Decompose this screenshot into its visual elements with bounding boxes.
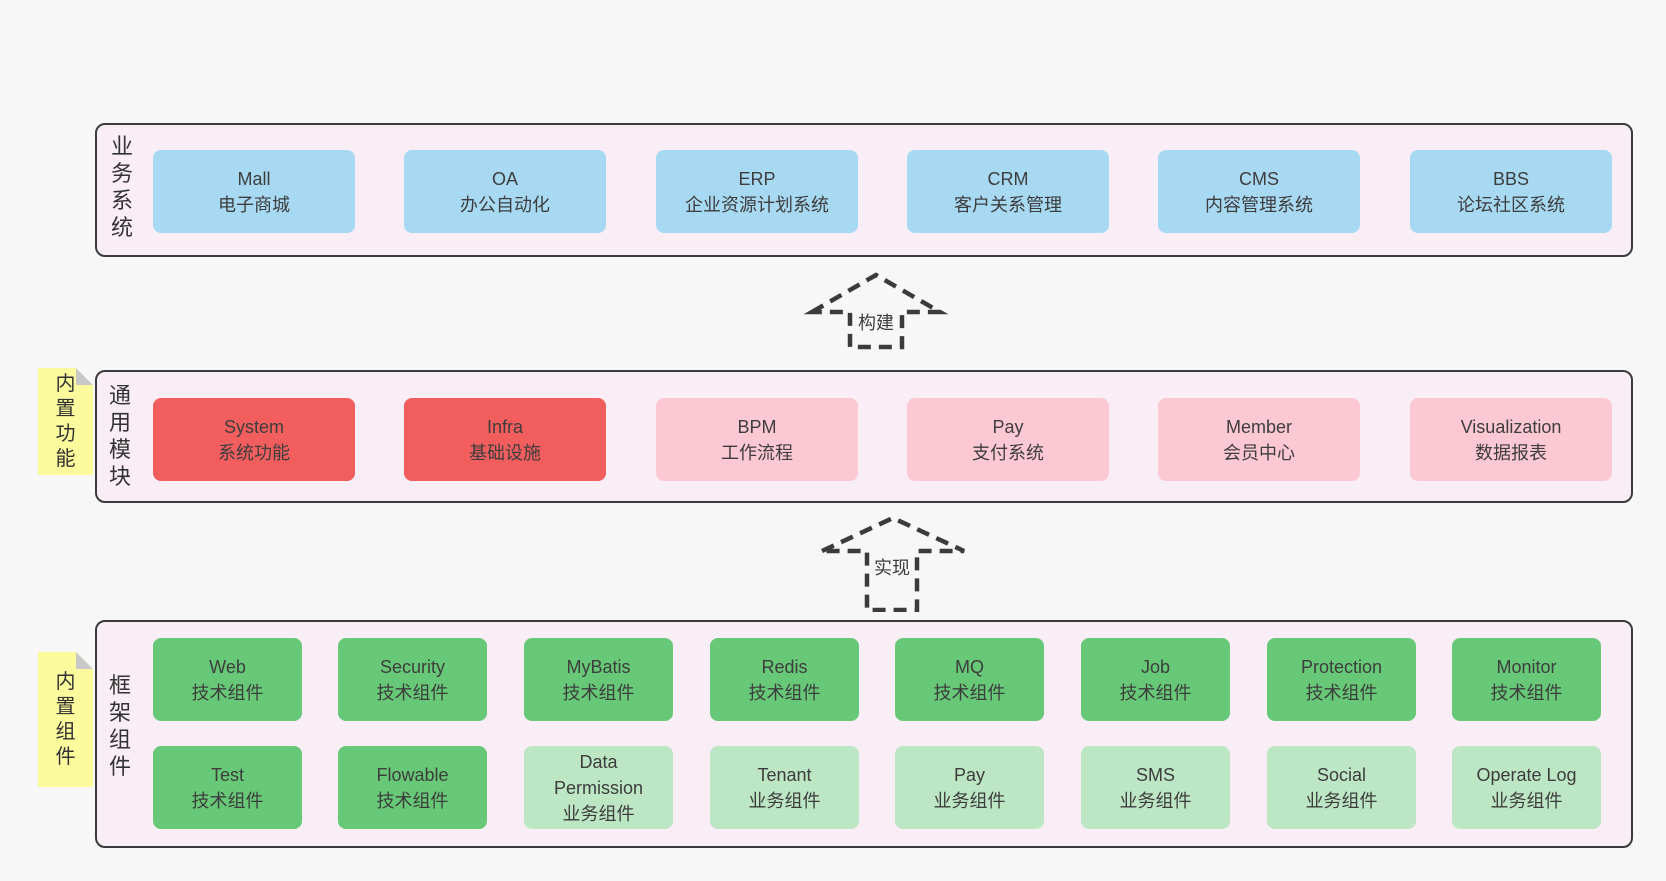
box-subtitle: 技术组件 — [933, 682, 1006, 703]
box-title: Member — [1225, 416, 1292, 437]
box-infra: Infra 基础设施 — [404, 398, 606, 481]
box-security: Security 技术组件 — [338, 638, 487, 721]
sticky-note-built-in-features: 内置功能 — [38, 368, 93, 475]
box-system: System 系统功能 — [153, 398, 355, 481]
box-title: Operate Log — [1476, 764, 1577, 785]
box-subtitle: 电子商城 — [218, 194, 290, 215]
box-title: Pay — [992, 416, 1024, 437]
box-title: CRM — [987, 168, 1029, 189]
box-pay-system: Pay 支付系统 — [907, 398, 1109, 481]
box-title: Test — [210, 764, 244, 785]
box-subtitle: 业务组件 — [748, 790, 821, 811]
box-subtitle: 技术组件 — [1490, 682, 1563, 703]
box-bpm: BPM 工作流程 — [656, 398, 858, 481]
box-mall: Mall 电子商城 — [153, 150, 355, 233]
sticky-fold — [76, 652, 93, 669]
box-operate-log: Operate Log 业务组件 — [1452, 746, 1601, 829]
box-title: Infra — [486, 416, 524, 437]
box-title: MyBatis — [566, 656, 631, 677]
box-tenant: Tenant 业务组件 — [710, 746, 859, 829]
section-label-common-modules: 通用模块 — [108, 383, 131, 489]
sticky-label: 内置组件 — [55, 670, 76, 768]
box-subtitle: 技术组件 — [376, 682, 449, 703]
box-subtitle: 业务组件 — [1490, 790, 1563, 811]
box-mq: MQ 技术组件 — [895, 638, 1044, 721]
box-subtitle: 基础设施 — [469, 442, 541, 463]
box-subtitle: 企业资源计划系统 — [685, 194, 829, 215]
box-subtitle: 业务组件 — [1305, 790, 1378, 811]
box-subtitle: 工作流程 — [721, 442, 793, 463]
box-subtitle: 技术组件 — [191, 682, 264, 703]
box-title: CMS — [1239, 168, 1279, 189]
box-subtitle: 技术组件 — [191, 790, 264, 811]
box-title: Security — [379, 656, 446, 677]
box-title: ERP — [738, 168, 776, 189]
box-subtitle: 办公自动化 — [460, 194, 550, 215]
arrow-implement-label: 实现 — [871, 553, 913, 581]
box-subtitle: 系统功能 — [218, 442, 290, 463]
box-test: Test 技术组件 — [153, 746, 302, 829]
box-title: System — [223, 416, 284, 437]
box-subtitle: 客户关系管理 — [954, 194, 1062, 215]
box-flowable: Flowable 技术组件 — [338, 746, 487, 829]
box-sms: SMS 业务组件 — [1081, 746, 1230, 829]
box-monitor: Monitor 技术组件 — [1452, 638, 1601, 721]
box-subtitle: 技术组件 — [1119, 682, 1192, 703]
box-title: MQ — [955, 656, 984, 677]
box-crm: CRM 客户关系管理 — [907, 150, 1109, 233]
box-job: Job 技术组件 — [1081, 638, 1230, 721]
arrow-implement — [818, 510, 968, 613]
box-subtitle: 业务组件 — [933, 790, 1006, 811]
arrow-build — [802, 266, 950, 350]
box-title: Monitor — [1496, 656, 1557, 677]
box-title: Job — [1140, 656, 1171, 677]
box-protection: Protection 技术组件 — [1267, 638, 1416, 721]
box-mybatis: MyBatis 技术组件 — [524, 638, 673, 721]
box-subtitle: 技术组件 — [1305, 682, 1378, 703]
box-title: Data Permission — [553, 751, 644, 798]
box-title: OA — [491, 168, 518, 189]
box-visualization: Visualization 数据报表 — [1410, 398, 1612, 481]
box-cms: CMS 内容管理系统 — [1158, 150, 1360, 233]
box-subtitle: 内容管理系统 — [1205, 194, 1313, 215]
box-oa: OA 办公自动化 — [404, 150, 606, 233]
sticky-fold — [76, 368, 93, 385]
box-title: BBS — [1492, 168, 1530, 189]
dashed-up-arrow-icon — [803, 272, 949, 350]
box-title: Tenant — [757, 764, 812, 785]
box-subtitle: 会员中心 — [1223, 442, 1295, 463]
box-web: Web 技术组件 — [153, 638, 302, 721]
box-pay-component: Pay 业务组件 — [895, 746, 1044, 829]
box-erp: ERP 企业资源计划系统 — [656, 150, 858, 233]
box-data-permission: Data Permission 业务组件 — [524, 746, 673, 829]
section-label-framework-components: 框架组件 — [108, 673, 131, 779]
box-subtitle: 技术组件 — [562, 682, 635, 703]
box-title: Visualization — [1460, 416, 1562, 437]
box-redis: Redis 技术组件 — [710, 638, 859, 721]
box-subtitle: 技术组件 — [376, 790, 449, 811]
box-title: Redis — [761, 656, 808, 677]
box-title: Mall — [237, 168, 271, 189]
box-member: Member 会员中心 — [1158, 398, 1360, 481]
box-subtitle: 技术组件 — [748, 682, 821, 703]
dashed-up-arrow-icon — [821, 515, 965, 613]
box-subtitle: 数据报表 — [1475, 442, 1547, 463]
box-subtitle: 业务组件 — [562, 803, 635, 824]
box-title: Flowable — [376, 764, 449, 785]
arrow-build-label: 构建 — [855, 308, 897, 336]
box-title: BPM — [737, 416, 777, 437]
box-title: Web — [209, 656, 246, 677]
box-title: SMS — [1135, 764, 1175, 785]
sticky-label: 内置功能 — [55, 372, 76, 470]
box-title: Pay — [953, 764, 986, 785]
section-label-business-systems: 业务系统 — [110, 134, 133, 240]
box-title: Social — [1316, 764, 1367, 785]
box-subtitle: 支付系统 — [972, 442, 1044, 463]
box-subtitle: 业务组件 — [1119, 790, 1192, 811]
box-subtitle: 论坛社区系统 — [1457, 194, 1565, 215]
sticky-note-built-in-components: 内置组件 — [38, 652, 93, 787]
box-social: Social 业务组件 — [1267, 746, 1416, 829]
box-bbs: BBS 论坛社区系统 — [1410, 150, 1612, 233]
box-title: Protection — [1300, 656, 1383, 677]
